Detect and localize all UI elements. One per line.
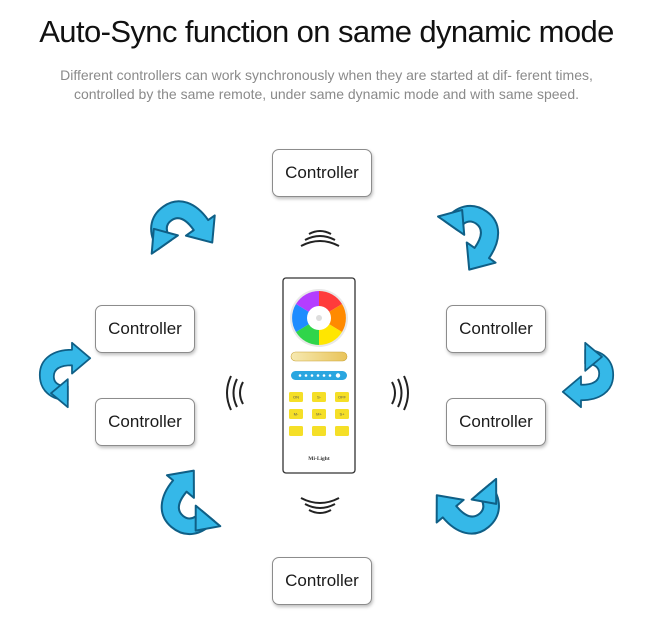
sync-arrow-top-right — [422, 189, 518, 281]
remote-button — [312, 409, 326, 419]
controller-box-left-upper: Controller — [95, 305, 195, 353]
remote-button — [312, 392, 326, 402]
remote-button — [335, 426, 349, 436]
remote-control: ON S- OFF M- M+ S+ Mi-Light — [282, 277, 356, 474]
controller-box-right-upper: Controller — [446, 305, 546, 353]
signal-wave-right-icon — [391, 375, 409, 411]
remote-button — [312, 426, 326, 436]
color-wheel-icon — [290, 289, 348, 347]
sync-arrow-top-left — [132, 184, 228, 276]
remote-button-label: M+ — [316, 412, 322, 417]
remote-button — [289, 426, 303, 436]
signal-wave-left-icon — [226, 375, 244, 411]
remote-button-label: S- — [317, 395, 322, 400]
remote-button-label: M- — [294, 412, 299, 417]
controller-box-bottom: Controller — [272, 557, 372, 605]
remote-button — [289, 409, 303, 419]
controller-box-top: Controller — [272, 149, 372, 197]
remote-brand-label: Mi-Light — [308, 456, 330, 462]
page-subtitle: Different controllers can work synchrono… — [60, 67, 593, 102]
signal-wave-top-icon — [300, 230, 340, 247]
signal-wave-bottom-icon — [300, 497, 340, 514]
sync-arrow-right — [561, 341, 615, 409]
remote-button-label: S+ — [339, 412, 345, 417]
remote-button-label: ON — [293, 395, 299, 400]
sync-arrow-bottom-left — [142, 458, 238, 552]
sync-arrow-bottom-right — [422, 458, 518, 552]
remote-button — [335, 392, 349, 402]
controller-box-left-lower: Controller — [95, 398, 195, 446]
controller-box-right-lower: Controller — [446, 398, 546, 446]
sync-arrow-left — [38, 341, 92, 409]
page-title: Auto-Sync function on same dynamic mode — [39, 14, 614, 49]
remote-button — [289, 392, 303, 402]
remote-button-label: OFF — [338, 395, 347, 400]
remote-button — [335, 409, 349, 419]
